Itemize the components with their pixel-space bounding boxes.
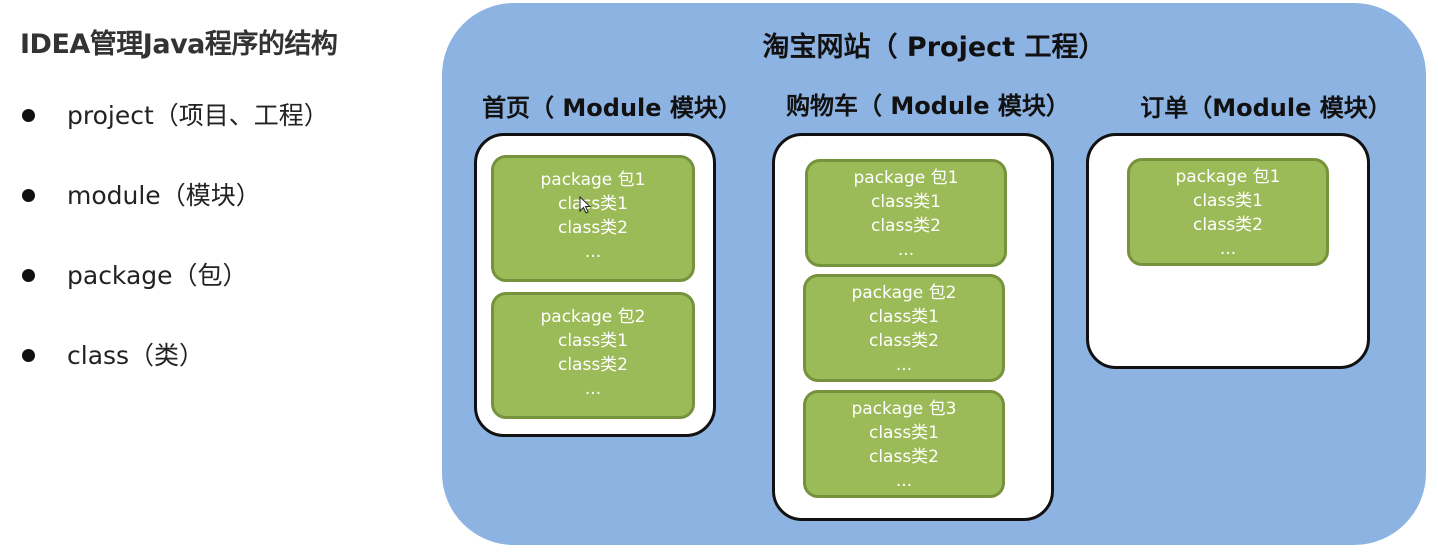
list-item: package（包）	[22, 258, 329, 338]
class-label: class类1	[1192, 191, 1264, 211]
list-item-label: project（项目、工程）	[67, 101, 329, 130]
ellipsis: ...	[584, 242, 602, 262]
package-box: package 包2 class类1 class类2 ...	[491, 292, 695, 419]
bullet-icon	[22, 109, 35, 122]
class-label: class类2	[868, 331, 940, 351]
module-order: package 包1 class类1 class类2 ...	[1086, 133, 1370, 369]
class-label: class类2	[557, 355, 629, 375]
list-item: class（类）	[22, 338, 329, 418]
bullet-icon	[22, 349, 35, 362]
ellipsis: ...	[895, 471, 913, 491]
class-label: class类1	[868, 423, 940, 443]
ellipsis: ...	[897, 240, 915, 260]
package-name: package 包2	[851, 283, 957, 303]
list-item-label: package（包）	[67, 261, 248, 290]
class-label: class类1	[557, 194, 629, 214]
package-box: package 包3 class类1 class类2 ...	[803, 390, 1005, 498]
package-name: package 包1	[853, 168, 959, 188]
bullet-icon	[22, 189, 35, 202]
package-box: package 包1 class类1 class类2 ...	[1127, 158, 1329, 266]
module-title-order: 订单（Module 模块）	[1140, 94, 1392, 122]
class-label: class类1	[868, 307, 940, 327]
module-cart: package 包1 class类1 class类2 ... package 包…	[772, 133, 1054, 521]
class-label: class类1	[870, 192, 942, 212]
module-home: package 包1 class类1 class类2 ... package 包…	[474, 133, 716, 437]
module-title-cart: 购物车（ Module 模块）	[786, 92, 1070, 120]
list-item: module（模块）	[22, 178, 329, 258]
package-box: package 包2 class类1 class类2 ...	[803, 274, 1005, 382]
package-name: package 包1	[540, 170, 646, 190]
list-item-label: class（类）	[67, 341, 205, 370]
package-name: package 包1	[1175, 167, 1281, 187]
ellipsis: ...	[895, 355, 913, 375]
module-title-home: 首页（ Module 模块）	[482, 94, 742, 122]
class-label: class类2	[870, 216, 942, 236]
ellipsis: ...	[584, 379, 602, 399]
package-name: package 包2	[540, 307, 646, 327]
list-item-label: module（模块）	[67, 181, 261, 210]
ellipsis: ...	[1219, 239, 1237, 259]
package-name: package 包3	[851, 399, 957, 419]
concept-list: project（项目、工程） module（模块） package（包） cla…	[22, 98, 329, 418]
list-item: project（项目、工程）	[22, 98, 329, 178]
page-title: IDEA管理Java程序的结构	[20, 29, 338, 60]
project-title: 淘宝网站（ Project 工程）	[762, 32, 1106, 63]
bullet-icon	[22, 269, 35, 282]
class-label: class类2	[1192, 215, 1264, 235]
mouse-pointer-icon	[579, 196, 591, 214]
class-label: class类2	[557, 218, 629, 238]
package-box: package 包1 class类1 class类2 ...	[491, 155, 695, 282]
class-label: class类2	[868, 447, 940, 467]
class-label: class类1	[557, 331, 629, 351]
package-box: package 包1 class类1 class类2 ...	[805, 159, 1007, 267]
